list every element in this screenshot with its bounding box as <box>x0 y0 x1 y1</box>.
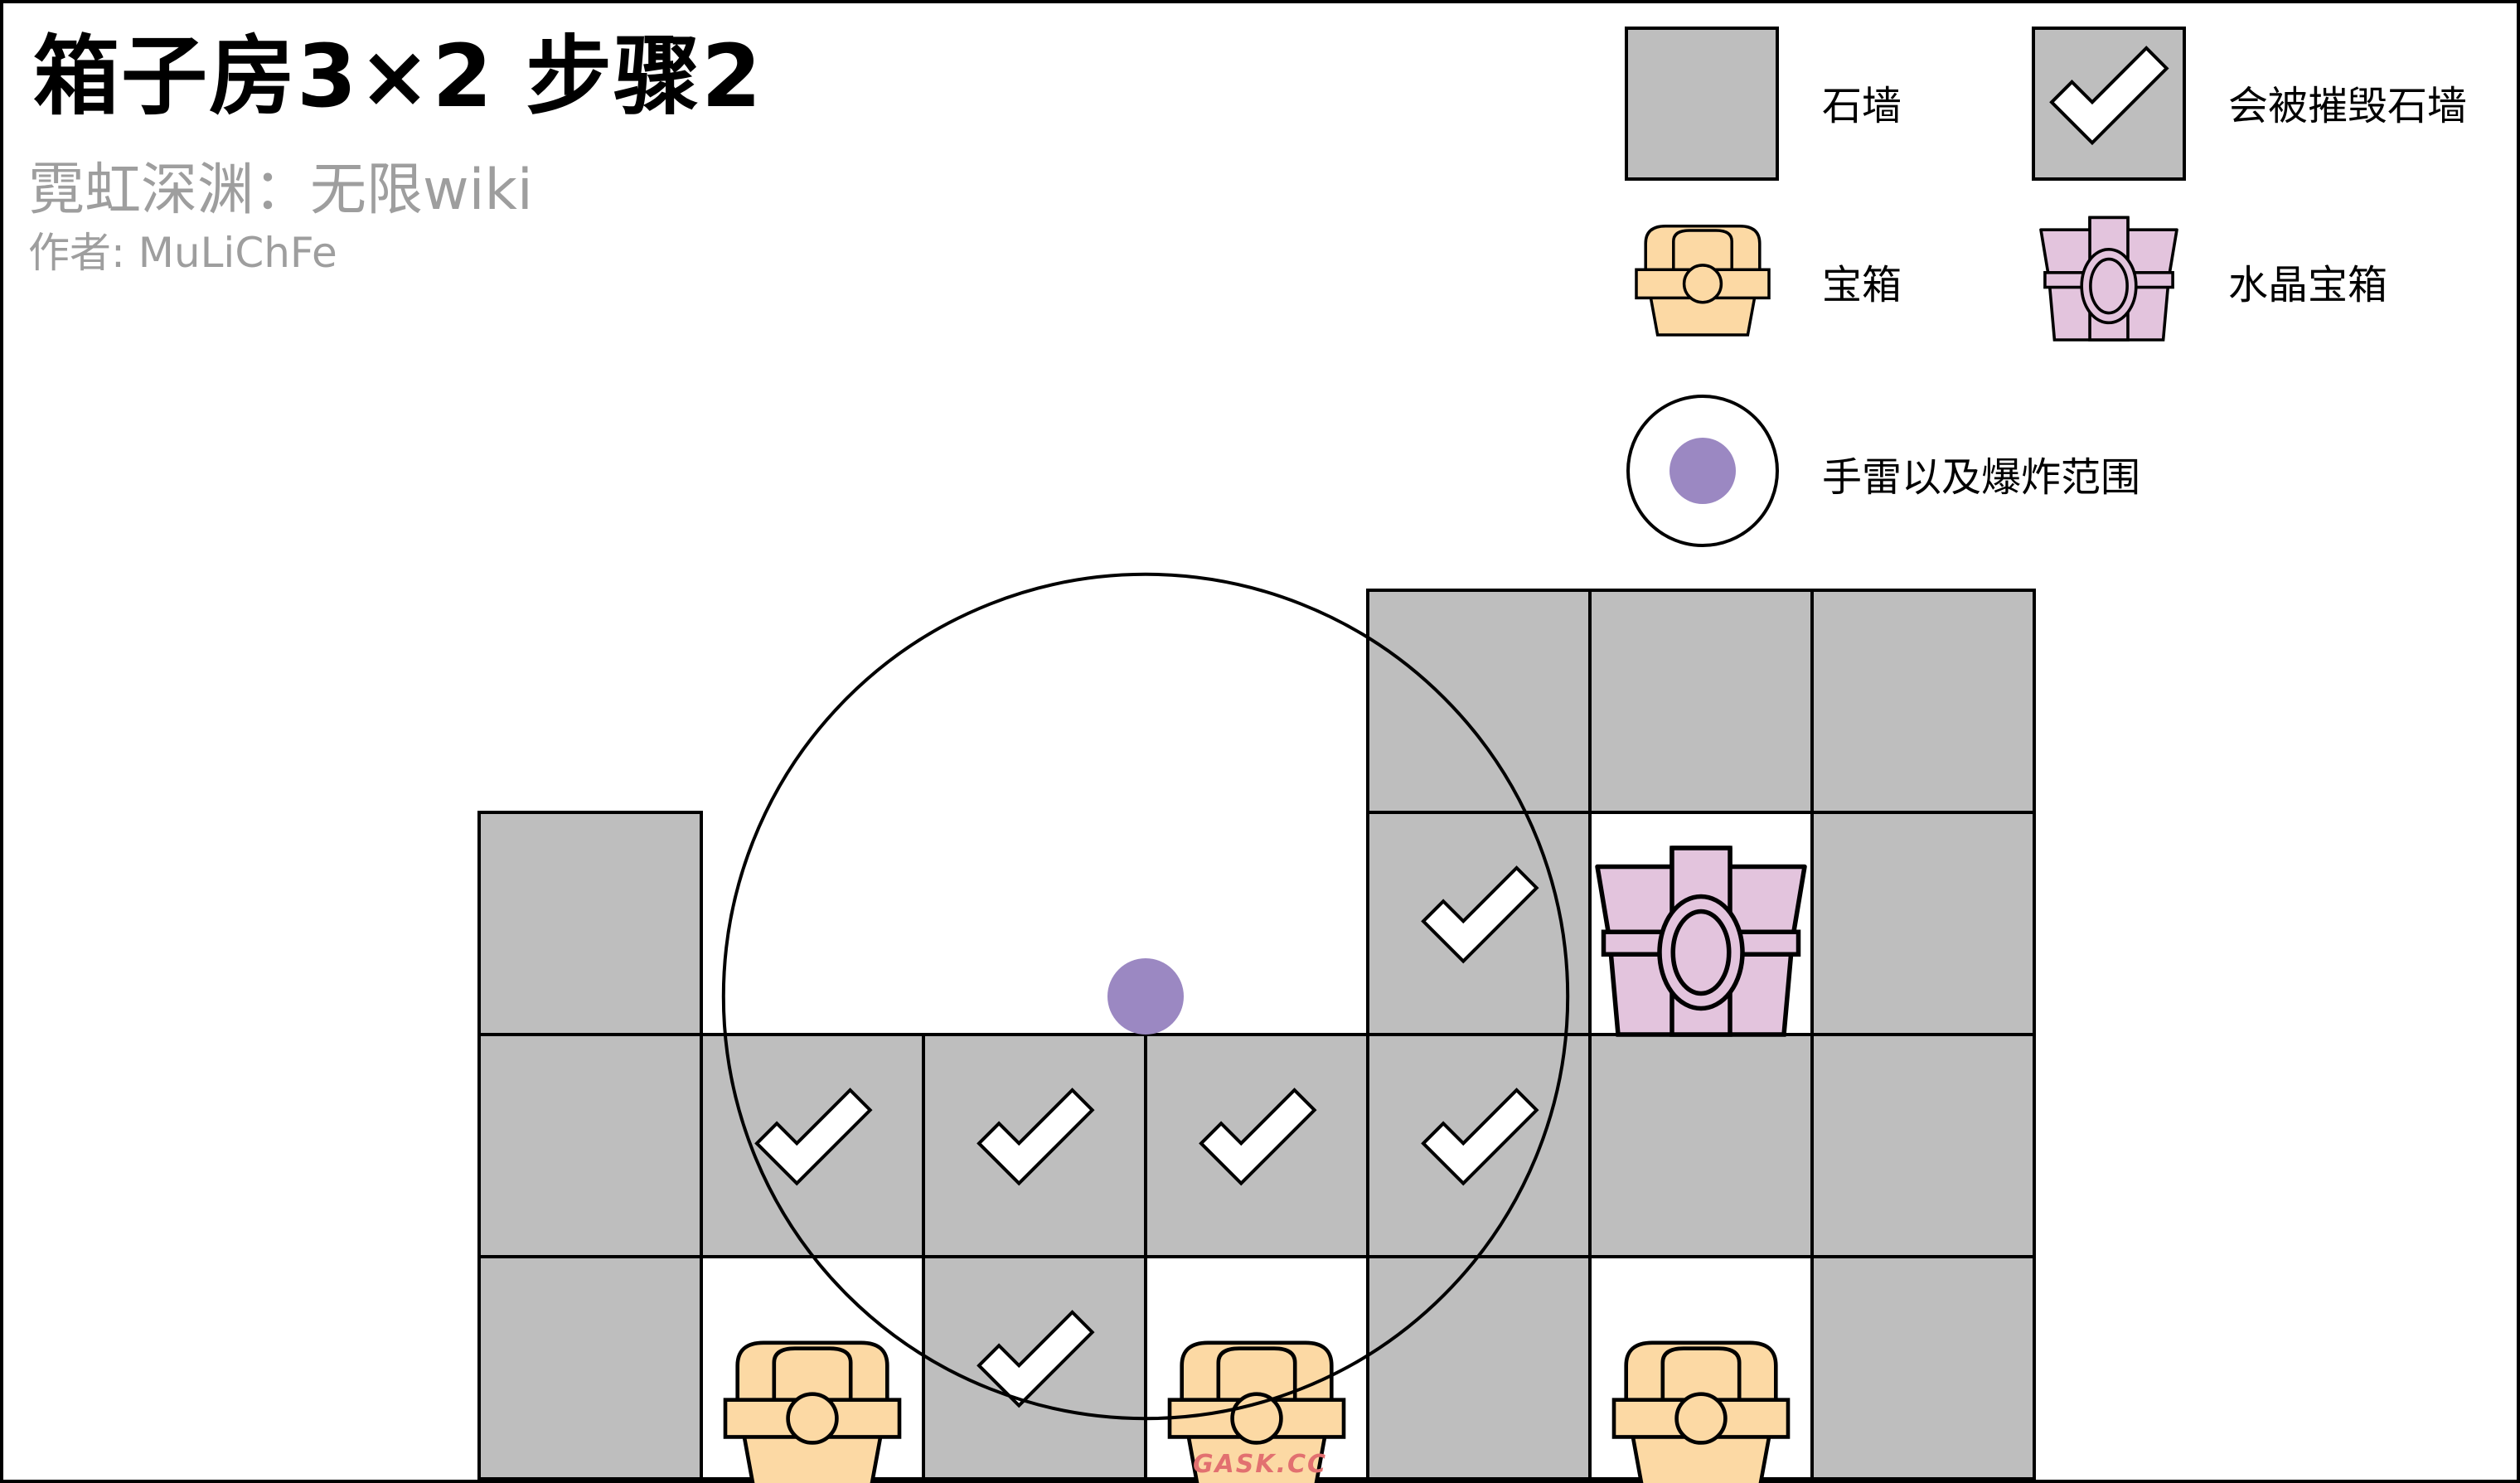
stone-wall-cell <box>1810 589 2036 814</box>
watermark-text: GASK.CC <box>1193 1450 1327 1479</box>
stone-wall-cell <box>477 1033 703 1258</box>
stone-wall-cell <box>1366 589 1592 814</box>
stone-wall-cell <box>1810 1033 2036 1258</box>
check-icon <box>1421 1088 1539 1186</box>
legend-label-crystal-chest: 水晶宝箱 <box>2228 262 2388 308</box>
check-icon <box>2049 46 2169 146</box>
stone-wall-cell <box>477 1255 703 1481</box>
stone-wall-cell <box>1810 811 2036 1036</box>
legend-label-stone-wall: 石墙 <box>1822 83 1902 129</box>
check-icon <box>1421 865 1539 964</box>
treasure-chest-icon <box>1611 1340 1791 1483</box>
check-icon <box>1199 1088 1317 1186</box>
source-subtitle: 霓虹深渊：无限wiki <box>28 158 533 223</box>
legend-destructible-wall-swatch <box>2032 27 2186 181</box>
stone-wall-cell <box>1588 589 1814 814</box>
crystal-chest-icon <box>2039 216 2178 342</box>
grenade-dot-icon <box>1107 958 1184 1035</box>
treasure-chest-icon <box>1167 1340 1346 1483</box>
legend-stone-wall-swatch <box>1625 27 1779 181</box>
grid-icons <box>723 846 1807 1483</box>
blast-radius-circle <box>721 572 1570 1421</box>
check-icon <box>754 1088 873 1186</box>
legend-grenade-swatch <box>1626 395 1779 547</box>
destructible-wall-cell <box>1366 811 1592 1036</box>
stone-wall-cell <box>1588 1033 1814 1258</box>
legend-label-chest: 宝箱 <box>1822 262 1902 308</box>
stone-wall-cell <box>1366 1255 1592 1481</box>
check-icon <box>976 1088 1095 1186</box>
treasure-chest-icon <box>1635 225 1771 337</box>
author-credit: 作者: MuLiChFe <box>28 229 337 277</box>
grenade-dot-icon <box>1670 438 1736 504</box>
stone-wall-cell <box>1810 1255 2036 1481</box>
check-icon <box>976 1310 1095 1408</box>
legend-label-grenade: 手雷以及爆炸范围 <box>1822 454 2141 501</box>
legend-label-destructible-wall: 会被摧毁石墙 <box>2228 83 2468 129</box>
treasure-chest-icon <box>723 1340 902 1483</box>
page-title: 箱子房3×2 步骤2 <box>33 26 763 127</box>
crystal-chest-icon <box>1595 846 1807 1037</box>
stone-wall-cell <box>477 811 703 1036</box>
